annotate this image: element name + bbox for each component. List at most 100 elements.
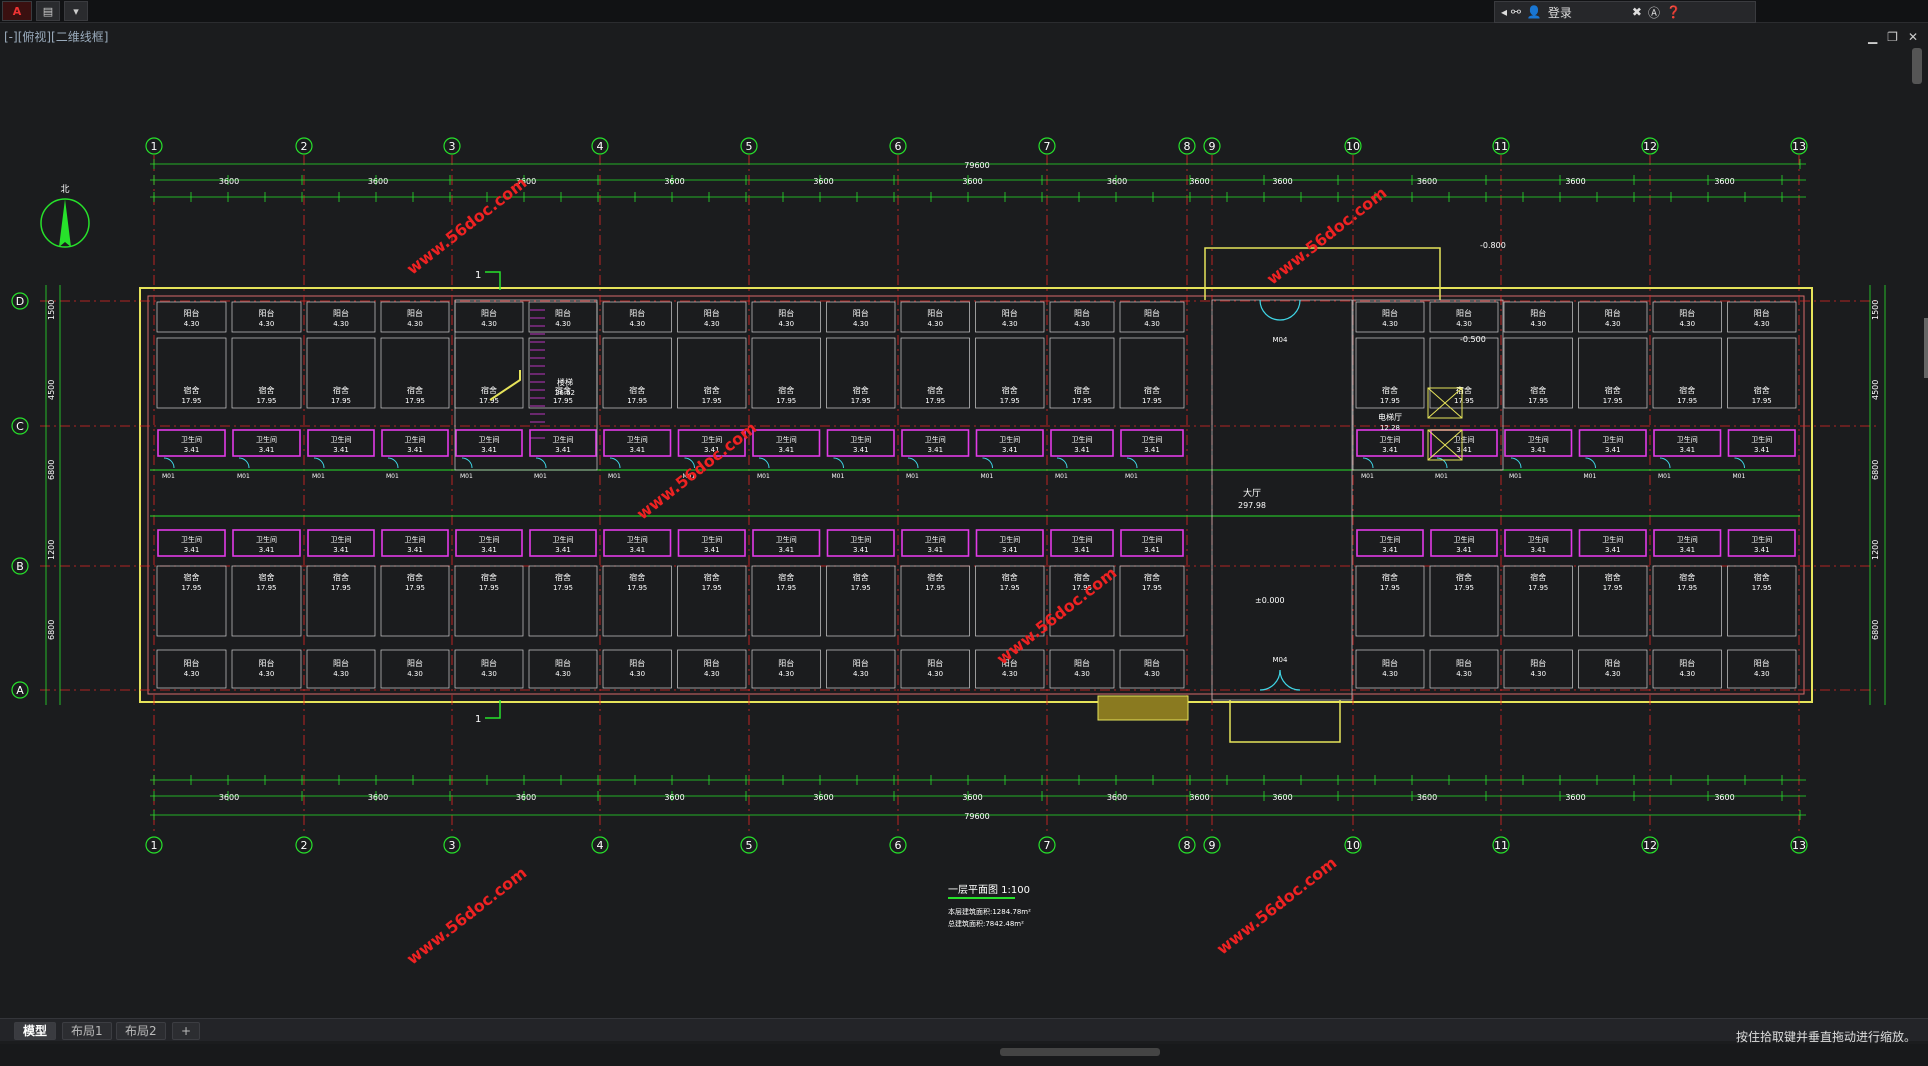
room-area: 17.95	[925, 397, 945, 405]
axis-number: 4	[597, 140, 604, 153]
balcony-area: 4.30	[333, 670, 349, 678]
bath-label: 卫生间	[701, 435, 722, 444]
bath-area: 3.41	[1456, 446, 1472, 454]
balcony-area: 4.30	[481, 320, 497, 328]
bathroom-south	[1050, 529, 1114, 557]
close-icon[interactable]: ✕	[1907, 30, 1918, 44]
bath-area: 3.41	[853, 546, 869, 554]
vertical-scrollbar-thumb[interactable]	[1924, 318, 1928, 378]
balcony-north	[975, 301, 1045, 333]
viewport-label[interactable]: [-][俯视][二维线框]	[4, 30, 109, 44]
bath-label: 卫生间	[1677, 535, 1698, 544]
drawing-canvas[interactable]: 1122334455667788991010111112121313DCBA79…	[0, 40, 1928, 1015]
bathroom-south	[1653, 529, 1722, 557]
app-menu-button[interactable]: A	[2, 1, 32, 21]
balcony-label: 阳台	[259, 308, 275, 318]
bath-area: 3.41	[1679, 446, 1695, 454]
balcony-north	[1503, 301, 1573, 333]
tab-layout2[interactable]: 布局2	[116, 1022, 166, 1040]
balcony-area: 4.30	[704, 670, 720, 678]
bath-label: 卫生间	[1454, 435, 1475, 444]
room-area: 17.95	[627, 397, 647, 405]
axis-bubble	[1641, 137, 1659, 155]
bathroom-south	[232, 529, 301, 557]
bath-area: 3.41	[555, 546, 571, 554]
balcony-south	[751, 649, 821, 689]
bath-label: 卫生间	[1751, 535, 1772, 544]
add-tab-button[interactable]: +	[172, 1022, 201, 1040]
bath-label: 卫生间	[181, 435, 202, 444]
balcony-area: 4.30	[1074, 320, 1090, 328]
chevron-down-icon[interactable]: ▾	[64, 1, 88, 21]
stair-room	[454, 299, 598, 471]
balcony-label: 阳台	[1074, 658, 1090, 668]
autodesk-icon[interactable]: Ⓐ	[1647, 5, 1660, 20]
room-label: 宿舍	[481, 572, 497, 582]
balcony-label: 阳台	[1754, 308, 1770, 318]
exchange-icon[interactable]: ✖	[1631, 5, 1642, 19]
bathroom-north	[381, 429, 449, 457]
stair-label: 楼梯	[557, 377, 573, 387]
elevator-area: 12.28	[1380, 424, 1400, 432]
bath-label: 卫生间	[181, 535, 202, 544]
axis-number: 2	[301, 839, 308, 852]
balcony-label: 阳台	[555, 308, 571, 318]
bath-area: 3.41	[1074, 446, 1090, 454]
door-swing	[238, 457, 250, 469]
bathroom-south	[901, 529, 970, 557]
dorm-room-north	[380, 337, 450, 409]
axis-bubble	[11, 417, 29, 435]
elevator-shaft	[1427, 429, 1463, 461]
balcony-label: 阳台	[629, 658, 645, 668]
span-dimension: 3600	[813, 177, 833, 186]
axis-bubble	[740, 836, 758, 854]
login-label[interactable]: 登录	[1547, 5, 1572, 20]
balcony-label: 阳台	[704, 308, 720, 318]
dorm-room-south	[306, 565, 376, 637]
room-area: 17.95	[776, 397, 796, 405]
dorm-room-north	[975, 337, 1045, 409]
balcony-north	[677, 301, 747, 333]
room-area: 17.95	[479, 584, 499, 592]
room-label: 宿舍	[259, 385, 275, 395]
axis-bubble	[1203, 137, 1221, 155]
axis-number: 12	[1643, 839, 1657, 852]
span-dimension: 3600	[1272, 177, 1292, 186]
dorm-room-south	[751, 565, 821, 637]
room-label: 宿舍	[1144, 572, 1160, 582]
help-icon[interactable]: ❓	[1665, 5, 1681, 19]
axis-number: 3	[449, 839, 456, 852]
bath-label: 卫生间	[405, 535, 426, 544]
balcony-label: 阳台	[778, 658, 794, 668]
vertical-dimension: 1200	[1871, 540, 1880, 560]
door-label: M01	[312, 473, 325, 480]
horizontal-scrollbar[interactable]	[1000, 1048, 1160, 1056]
bath-area: 3.41	[259, 546, 275, 554]
dorm-room-south	[900, 565, 970, 637]
balcony-area: 4.30	[1074, 670, 1090, 678]
login-area[interactable]: ◂ ⚯ 👤 登录 ✖ Ⓐ ❓	[1494, 1, 1756, 23]
save-icon[interactable]: ▤	[36, 1, 60, 21]
balcony-north	[1119, 301, 1185, 333]
bath-label: 卫生间	[1602, 435, 1623, 444]
room-area: 17.95	[1380, 397, 1400, 405]
dorm-room-south	[1429, 565, 1499, 637]
tab-model[interactable]: 模型	[14, 1022, 57, 1040]
vertical-dimension: 1200	[47, 540, 56, 560]
balcony-area: 4.30	[1456, 320, 1472, 328]
restore-icon[interactable]: ❐	[1887, 30, 1898, 44]
search-icon[interactable]: ◂ ⚯	[1501, 5, 1521, 19]
room-area: 17.95	[1752, 584, 1772, 592]
door-swing	[1362, 457, 1374, 469]
balcony-north	[156, 301, 227, 333]
door-swing	[1056, 457, 1068, 469]
dorm-room-south	[826, 565, 896, 637]
tab-layout1[interactable]: 布局1	[62, 1022, 112, 1040]
bath-label: 卫生间	[925, 535, 946, 544]
vertical-scrollbar[interactable]	[1912, 48, 1922, 84]
building-outline	[139, 287, 1813, 703]
minimize-icon[interactable]: ▁	[1867, 30, 1878, 44]
span-dimension: 3600	[1107, 793, 1127, 802]
balcony-area: 4.30	[1002, 670, 1018, 678]
bath-label: 卫生间	[850, 535, 871, 544]
